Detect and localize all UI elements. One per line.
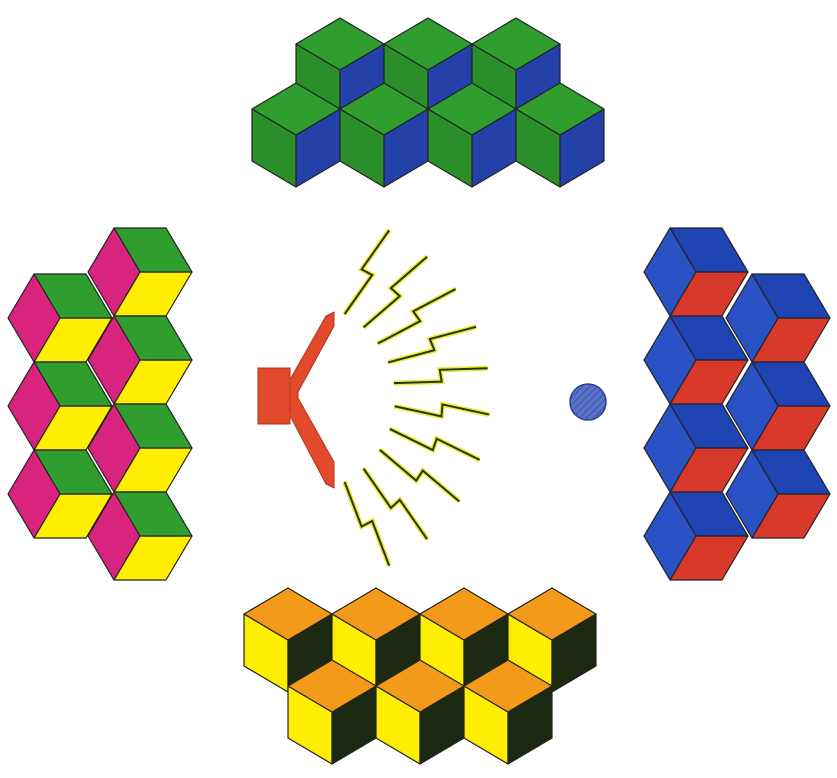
speaker-icon bbox=[258, 312, 334, 488]
lightning-bolts bbox=[345, 230, 490, 566]
cube-cluster-bottom bbox=[244, 588, 596, 764]
cube-cluster-right bbox=[644, 228, 830, 580]
speaker-horn bbox=[287, 312, 334, 488]
sphere-icon bbox=[570, 384, 606, 420]
speaker-body bbox=[258, 368, 290, 424]
cube-cluster-top bbox=[252, 18, 604, 187]
cube-cluster-left bbox=[8, 228, 192, 580]
